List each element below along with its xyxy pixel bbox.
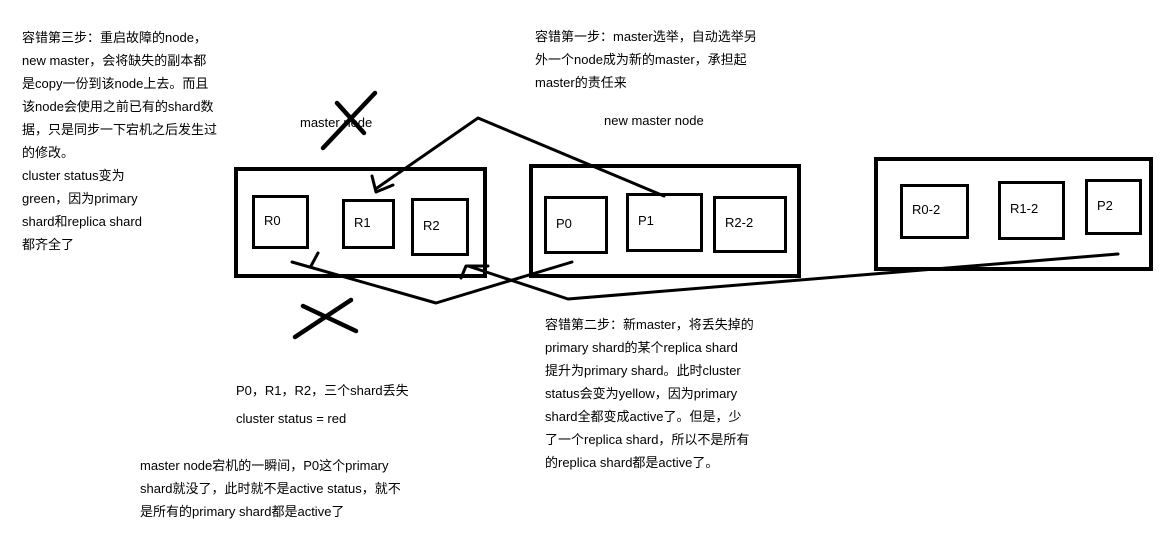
shard-label: P0	[556, 215, 572, 231]
note-step2-line: 的replica shard都是active了。	[545, 455, 719, 470]
note-master-down-line: shard就没了，此时就不是active status，就不	[140, 481, 401, 496]
note-step3-line: cluster status变为	[22, 168, 125, 183]
cross-mark-lost-shards	[292, 297, 359, 340]
note-step3-line: new master，会将缺失的副本都	[22, 53, 207, 68]
shard-label: P2	[1097, 197, 1113, 213]
note-step1: 容错第一步：master选举，自动选举另 外一个node成为新的master，承…	[535, 25, 757, 94]
cross-stroke	[300, 303, 359, 334]
note-step3-line: 都齐全了	[22, 237, 75, 252]
note-step2: 容错第二步：新master，将丢失掉的 primary shard的某个repl…	[545, 313, 754, 474]
note-step1-line: 外一个node成为新的master，承担起	[535, 52, 747, 67]
note-step3-line: 容错第三步：重启故障的node，	[22, 30, 207, 45]
node-1: R0 R1 R2	[234, 167, 487, 278]
shard-box: P0	[544, 196, 608, 254]
shard-box: R1-2	[998, 181, 1065, 240]
shard-label: R0-2	[912, 202, 941, 217]
note-step3-line: 该node会使用之前已有的shard数	[22, 99, 214, 114]
shard-box: R1	[342, 199, 395, 249]
note-step2-line: 提升为primary shard。此时cluster	[545, 363, 741, 378]
note-step2-line: status会变为yellow，因为primary	[545, 386, 738, 401]
label-new-master-node: new master node	[604, 113, 704, 128]
shard-label: R0	[264, 212, 281, 228]
shard-label: P1	[638, 213, 654, 228]
note-step1-line: master的责任来	[535, 75, 627, 90]
note-step3: 容错第三步：重启故障的node， new master，会将缺失的副本都 是co…	[22, 26, 217, 256]
shard-label: R2-2	[725, 215, 754, 230]
cross-stroke	[292, 297, 354, 340]
shard-box: P1	[626, 193, 703, 252]
shard-box: R2	[411, 198, 469, 256]
note-step3-line: 据，只是同步一下宕机之后发生过	[22, 122, 218, 137]
note-step3-line: shard和replica shard	[22, 214, 142, 229]
note-lost-shards: P0，R1，R2，三个shard丢失	[236, 383, 409, 398]
shard-box: R0-2	[900, 184, 969, 239]
note-master-down: master node宕机的一瞬间，P0这个primary shard就没了，此…	[140, 454, 401, 523]
shard-label: R1	[354, 214, 371, 230]
note-master-down-line: 是所有的primary shard都是active了	[140, 504, 345, 519]
note-step2-line: shard全都变成active了。但是，少	[545, 409, 742, 424]
note-step1-line: 容错第一步：master选举，自动选举另	[535, 29, 757, 44]
label-master-node: master node	[300, 115, 373, 130]
shard-box: R2-2	[713, 196, 787, 253]
note-step3-line: 的修改。	[22, 145, 75, 160]
node-2: P0 P1 R2-2	[529, 164, 801, 278]
note-step2-line: primary shard的某个replica shard	[545, 340, 738, 355]
shard-label: R2	[423, 217, 440, 233]
shard-box: P2	[1085, 179, 1142, 235]
note-step3-line: 是copy一份到该node上去。而且	[22, 76, 209, 91]
node-3: R0-2 R1-2 P2	[874, 157, 1153, 271]
shard-box: R0	[252, 195, 309, 249]
note-step3-line: green，因为primary	[22, 191, 138, 206]
shard-label: R1-2	[1010, 201, 1039, 216]
note-step2-line: 了一个replica shard，所以不是所有	[545, 432, 750, 447]
note-master-down-line: master node宕机的一瞬间，P0这个primary	[140, 458, 389, 473]
note-step2-line: 容错第二步：新master，将丢失掉的	[545, 317, 754, 332]
note-cluster-status-red: cluster status = red	[236, 411, 347, 426]
